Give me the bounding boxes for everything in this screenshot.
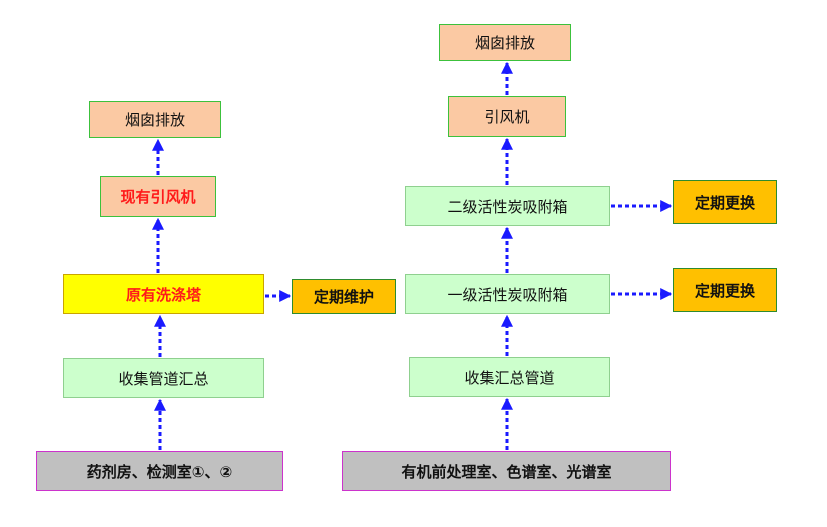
left-collection-node: 收集管道汇总 <box>63 358 264 398</box>
left-chimney-node: 烟囱排放 <box>89 101 221 138</box>
left-source-node: 药剂房、检测室①、② <box>36 451 283 491</box>
left-fan-node: 现有引风机 <box>100 176 216 217</box>
right-replace2-node: 定期更换 <box>673 180 777 224</box>
right-collection-node: 收集汇总管道 <box>409 357 610 397</box>
right-stage1-node: 一级活性炭吸附箱 <box>405 274 610 314</box>
right-chimney-node: 烟囱排放 <box>439 24 571 61</box>
left-maintenance-node: 定期维护 <box>292 279 396 314</box>
right-fan-node: 引风机 <box>448 96 566 137</box>
right-replace1-node: 定期更换 <box>673 268 777 312</box>
left-scrubber-node: 原有洗涤塔 <box>63 274 264 314</box>
right-source-node: 有机前处理室、色谱室、光谱室 <box>342 451 671 491</box>
right-stage2-node: 二级活性炭吸附箱 <box>405 186 610 226</box>
